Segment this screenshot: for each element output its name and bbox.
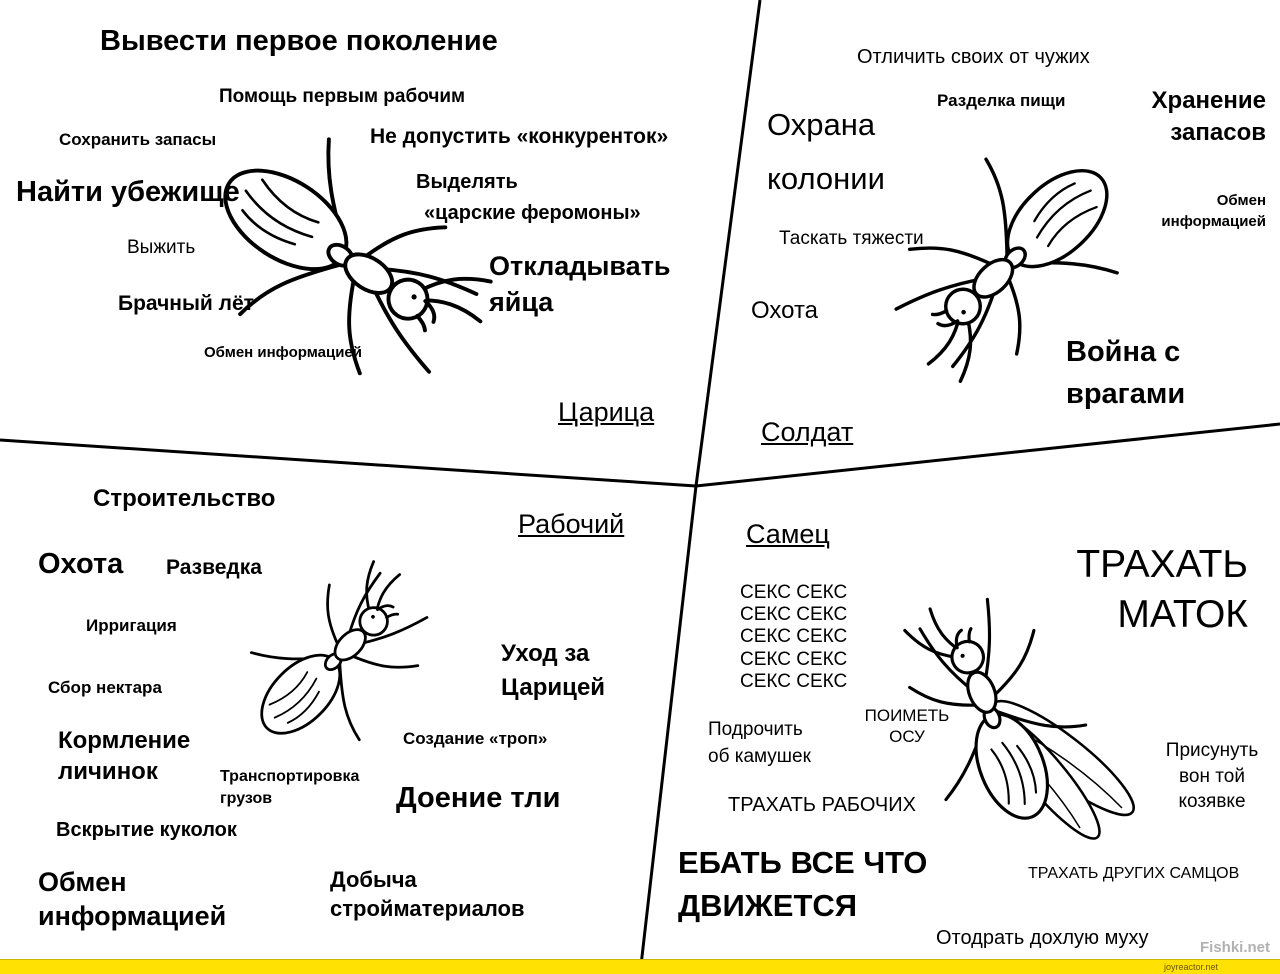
label-fuck-everything: ЕБАТЬ ВСЕ ЧТО ДВИЖЕТСЯ xyxy=(678,845,928,923)
label-save-supplies: Сохранить запасы xyxy=(59,130,217,149)
label-trail-making: Создание «троп» xyxy=(403,729,548,748)
label-scouting: Разведка xyxy=(166,556,262,579)
label-find-shelter: Найти убежище xyxy=(16,176,240,208)
caste-label-queen: Царица xyxy=(558,397,655,427)
label-irrigation: Ирригация xyxy=(86,616,177,635)
label-friend-or-foe: Отличить своих от чужих xyxy=(857,46,1090,68)
label-fuck-queens: ТРАХАТЬ МАТОК xyxy=(1076,543,1248,636)
label-storage: Хранение запасов xyxy=(1151,87,1266,147)
label-jerk-on-pebble: Подрочить об камушек xyxy=(708,719,811,767)
label-help-first-workers: Помощь первым рабочим xyxy=(219,86,466,107)
label-nuptial-flight: Брачный лёт xyxy=(118,292,254,315)
label-carry-heavy: Таскать тяжести xyxy=(779,228,924,249)
caste-label-male: Самец xyxy=(746,519,830,549)
label-worker-hunting: Охота xyxy=(38,548,124,580)
yellow-footer-bar xyxy=(0,959,1280,974)
label-building-materials: Добыча стройматериалов xyxy=(330,867,525,922)
label-dead-fly: Отодрать дохлую муху xyxy=(936,927,1149,949)
label-do-a-wasp: ПОИМЕТЬ ОСУ xyxy=(864,706,950,747)
label-soldier-hunting: Охота xyxy=(751,297,819,324)
queen-ant-drawing xyxy=(170,104,521,428)
label-milk-aphids: Доение тли xyxy=(396,782,561,814)
label-nectar-collection: Сбор нектара xyxy=(48,678,162,697)
label-survive: Выжить xyxy=(127,237,196,258)
label-feed-larvae: Кормление личинок xyxy=(58,727,191,785)
fishki-watermark: Fishki.net xyxy=(1199,939,1270,956)
label-stick-it-to-bug: Присунуть вон той козявке xyxy=(1165,740,1259,813)
caste-label-worker: Рабочий xyxy=(518,509,625,539)
label-queen-care: Уход за Царицей xyxy=(501,640,606,701)
label-fuck-workers: ТРАХАТЬ РАБОЧИХ xyxy=(728,794,916,816)
label-construction: Строительство xyxy=(93,485,276,512)
label-worker-info-exchange: Обмен информацией xyxy=(38,867,227,931)
label-sex-repeat: СЕКС СЕКС СЕКС СЕКС СЕКС СЕКС СЕКС СЕКС … xyxy=(740,582,848,692)
queen-title: Вывести первое поколение xyxy=(100,25,498,57)
label-soldier-info-exchange: Обмен информацией xyxy=(1161,192,1266,230)
joyreactor-watermark: joyreactor.net xyxy=(1163,962,1218,972)
label-war-with-enemies: Война с врагами xyxy=(1066,336,1186,411)
caste-label-soldier: Солдат xyxy=(761,417,854,447)
label-royal-pheromones: Выделять «царские феромоны» xyxy=(416,171,641,224)
label-cargo-transport: Транспортировка грузов xyxy=(220,768,360,807)
label-no-rivals: Не допустить «конкуренток» xyxy=(370,125,669,148)
label-open-pupae: Вскрытие куколок xyxy=(56,819,237,841)
label-lay-eggs: Откладывать яйца xyxy=(489,251,671,318)
label-fuck-other-males: ТРАХАТЬ ДРУГИХ САМЦОВ xyxy=(1028,865,1240,882)
label-queen-info-exchange: Обмен информацией xyxy=(204,344,362,361)
label-colony-guard: Охрана колонии xyxy=(767,107,885,196)
label-food-cutting: Разделка пищи xyxy=(937,91,1066,110)
